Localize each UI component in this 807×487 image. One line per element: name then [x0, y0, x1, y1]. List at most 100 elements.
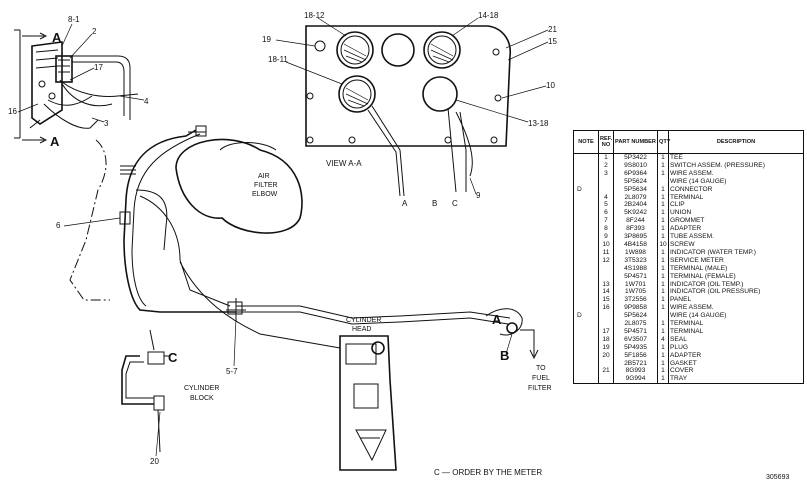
table-cell-ref [598, 177, 614, 186]
table-cell-ref: 9 [598, 233, 614, 241]
table-cell-desc: TRAY [668, 375, 804, 385]
table-cell-qty: 1 [657, 288, 669, 297]
table-cell-note [573, 225, 599, 234]
table-cell-note [573, 153, 599, 162]
table-cell-qty: 1 [657, 169, 669, 178]
callout-10: 10 [546, 81, 555, 90]
table-cell-desc: GASKET [668, 359, 804, 368]
table-cell-note [573, 343, 599, 352]
table-cell-desc: PLUG [668, 343, 804, 352]
table-cell-note [573, 209, 599, 218]
table-cell-part: 2B2404 [613, 201, 658, 210]
callout-14-18: 14-18 [478, 11, 499, 20]
table-cell-qty: 4 [657, 335, 669, 344]
table-cell-part: 5P4935 [613, 343, 658, 352]
table-cell-part: 5P5624 [613, 312, 658, 321]
table-cell-desc: TEE [668, 153, 804, 162]
view-a-a-label: VIEW A-A [326, 159, 362, 168]
table-cell-ref: 4 [598, 193, 614, 202]
callout-6: 6 [56, 221, 61, 230]
table-cell-desc: TERMINAL (MALE) [668, 264, 804, 273]
callout-5-7: 5-7 [226, 367, 238, 376]
callout-4: 4 [144, 97, 149, 106]
table-cell-note [573, 335, 599, 344]
callout-19: 19 [262, 35, 271, 44]
table-cell-note [573, 169, 599, 178]
table-cell-desc: INDICATOR (OIL TEMP.) [668, 280, 804, 289]
section-detail-left: A A 8-1 2 17 16 4 3 [8, 15, 149, 149]
table-cell-note [573, 177, 599, 186]
table-row: 5P5624 WIRE (14 GAUGE) [573, 177, 804, 186]
pipe-c-label: C [452, 199, 458, 208]
parts-table: NOTE REF. NO PART NUMBER QTY DESCRIPTION… [573, 130, 804, 385]
table-cell-note [573, 264, 599, 273]
table-cell-desc: GROMMET [668, 217, 804, 226]
callout-3: 3 [104, 119, 109, 128]
table-cell-note [573, 272, 599, 281]
header-qty: QTY [657, 130, 671, 154]
table-cell-note [573, 367, 599, 376]
table-cell-note [573, 161, 599, 170]
table-cell-desc: CLIP [668, 201, 804, 210]
table-cell-desc: ADAPTER [668, 225, 804, 234]
table-cell-qty: 1 [657, 209, 669, 218]
table-cell-desc: ADAPTER [668, 351, 804, 360]
table-cell-part: 3T2556 [613, 296, 658, 305]
table-cell-qty: 1 [657, 193, 669, 202]
table-cell-desc: WIRE (14 GAUGE) [668, 312, 804, 321]
table-cell-note [573, 217, 599, 226]
table-cell-qty [657, 312, 669, 321]
callout-16: 16 [8, 107, 17, 116]
table-cell-part: 5P5624 [613, 177, 658, 186]
table-cell-qty: 1 [657, 280, 669, 289]
marker-c: C [168, 350, 178, 365]
table-cell-ref: 11 [598, 248, 614, 257]
callout-18-11: 18-11 [268, 55, 288, 64]
table-cell-desc: PANEL [668, 296, 804, 305]
footnote: C — ORDER BY THE METER [434, 468, 543, 477]
table-cell-note [573, 280, 599, 289]
table-cell-desc: INDICATOR (WATER TEMP.) [668, 248, 804, 257]
table-cell-qty: 1 [657, 304, 669, 313]
table-cell-qty: 1 [657, 256, 669, 265]
cylinder-block-label-2: BLOCK [190, 395, 214, 402]
header-note: NOTE [573, 130, 599, 154]
table-cell-qty: 1 [657, 327, 669, 336]
header-ref: REF. NO [598, 130, 614, 154]
table-cell-qty: 1 [657, 320, 669, 328]
table-cell-desc: UNION [668, 209, 804, 218]
table-cell-ref [598, 375, 614, 385]
table-cell-qty: 1 [657, 248, 669, 257]
table-cell-note [573, 296, 599, 305]
table-cell-ref: 20 [598, 351, 614, 360]
table-cell-note [573, 256, 599, 265]
table-cell-note [573, 375, 599, 385]
callout-13-18: 13-18 [528, 119, 549, 128]
table-cell-qty: 1 [657, 217, 669, 226]
table-cell-part: 4B4158 [613, 240, 658, 249]
table-cell-part: 9S8010 [613, 161, 658, 170]
table-cell-part: 4S1988 [613, 264, 658, 273]
figure-number: 305693 [766, 474, 790, 481]
pipe-a-label: A [402, 199, 408, 208]
table-cell-part: 1W701 [613, 280, 658, 289]
table-cell-qty: 1 [657, 272, 669, 281]
